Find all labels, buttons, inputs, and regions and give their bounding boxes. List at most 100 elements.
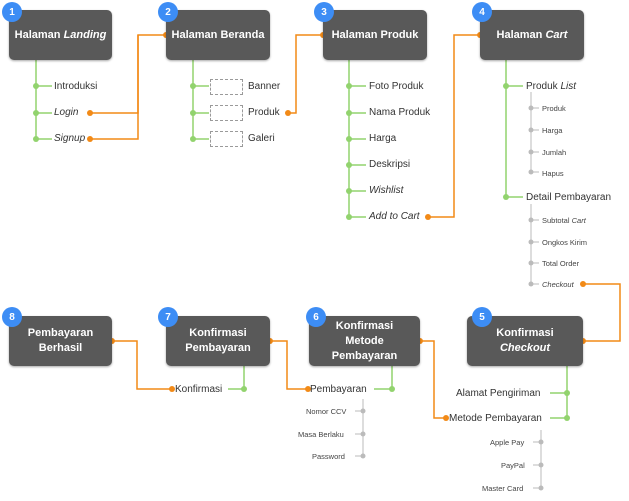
checkout-alamat-pengiriman[interactable]: Alamat Pengiriman — [456, 388, 541, 399]
subtree-dot — [528, 105, 534, 111]
subtree-dot — [360, 431, 366, 437]
subtree-dot — [360, 453, 366, 459]
node-title: Halaman Beranda — [171, 28, 265, 41]
tree-dot — [346, 214, 352, 220]
flow-konfirmasi — [112, 340, 172, 390]
tree-dot — [346, 162, 352, 168]
cart-detail-subtotal: Subtotal Cart — [542, 216, 586, 225]
tree-dot — [346, 83, 352, 89]
node-konfirmasi-metode-pembayaran[interactable]: Konfirmasi Metode Pembayaran — [309, 316, 420, 366]
tree-dot — [33, 110, 39, 116]
field-password: Password — [312, 452, 345, 461]
flow-produk-to-halaman-produk — [288, 34, 323, 114]
subtree-dot — [528, 281, 534, 287]
produk-placeholder — [210, 105, 243, 121]
subtree-dot — [528, 149, 534, 155]
node-konfirmasi-checkout[interactable]: Konfirmasi Checkout — [467, 316, 583, 366]
node-title: Konfirmasi Checkout — [496, 327, 554, 354]
banner-placeholder — [210, 79, 243, 95]
node-title: Konfirmasi Pembayaran — [185, 327, 251, 354]
landing-item-introduksi[interactable]: Introduksi — [54, 81, 98, 92]
tree-dot — [346, 188, 352, 194]
node-halaman-produk[interactable]: Halaman Produk — [323, 10, 427, 60]
tree-dot — [190, 110, 196, 116]
flow-dot — [305, 386, 311, 392]
flow-pembayaran — [270, 340, 308, 390]
flow-dot — [285, 110, 291, 116]
cart-detail-total-order: Total Order — [542, 259, 580, 268]
produk-item-add-to-cart[interactable]: Add to Cart — [369, 211, 420, 222]
flow-signup-to-beranda — [90, 35, 139, 140]
tree-dot — [190, 136, 196, 142]
tree-dot — [503, 83, 509, 89]
tree-dot — [389, 386, 395, 392]
flow-dot — [425, 214, 431, 220]
node-title: Halaman Produk — [331, 28, 419, 41]
node-title: Halaman Landing — [14, 28, 107, 41]
produk-item-nama[interactable]: Nama Produk — [369, 107, 431, 118]
node-halaman-beranda[interactable]: Halaman Beranda — [166, 10, 270, 60]
subtree-dot — [528, 260, 534, 266]
cart-list-harga: Harga — [542, 126, 563, 135]
landing-item-signup[interactable]: Signup — [54, 133, 86, 144]
flow-add-to-cart — [428, 34, 480, 218]
step-badge-4: 4 — [472, 2, 492, 22]
step-badge-3: 3 — [314, 2, 334, 22]
subtree-dot — [538, 485, 544, 491]
galeri-placeholder — [210, 131, 243, 147]
tree-dot — [33, 83, 39, 89]
node-halaman-cart[interactable]: Halaman Cart — [480, 10, 584, 60]
flow-dot — [169, 386, 175, 392]
cart-list-hapus: Hapus — [542, 169, 564, 178]
beranda-item-produk[interactable]: Produk — [248, 107, 280, 118]
tree-dot — [241, 386, 247, 392]
metode-master-card: Master Card — [482, 484, 524, 493]
checkout-metode-pembayaran[interactable]: Metode Pembayaran — [449, 413, 542, 424]
node-halaman-landing[interactable]: Halaman Landing — [9, 10, 112, 60]
tree-dot — [346, 136, 352, 142]
flow-checkout — [583, 283, 621, 342]
cart-list-jumlah: Jumlah — [542, 148, 567, 157]
tree-dot — [190, 83, 196, 89]
metode-confirm-pembayaran[interactable]: Pembayaran — [310, 384, 367, 395]
metode-apple-pay: Apple Pay — [490, 438, 525, 447]
step-badge-7: 7 — [158, 307, 178, 327]
step-badge-2: 2 — [158, 2, 178, 22]
cart-checkout[interactable]: Checkout — [542, 280, 574, 289]
step-badge-6: 6 — [306, 307, 326, 327]
tree-dot — [33, 136, 39, 142]
produk-item-wishlist[interactable]: Wishlist — [369, 185, 404, 196]
subtree-dot — [538, 439, 544, 445]
node-konfirmasi-pembayaran[interactable]: Konfirmasi Pembayaran — [166, 316, 270, 366]
tree-dot — [503, 194, 509, 200]
step-badge-8: 8 — [2, 307, 22, 327]
subtree-dot — [528, 127, 534, 133]
subtree-dot — [360, 408, 366, 414]
subtree-dot — [528, 169, 534, 175]
flow-metode — [420, 340, 446, 419]
node-title: Konfirmasi Metode Pembayaran — [331, 319, 398, 362]
tree-dot — [564, 415, 570, 421]
produk-item-foto[interactable]: Foto Produk — [369, 81, 424, 92]
cart-detail-pembayaran[interactable]: Detail Pembayaran — [526, 192, 612, 203]
subtree-dot — [538, 462, 544, 468]
beranda-item-banner[interactable]: Banner — [248, 81, 281, 92]
cart-detail-ongkos-kirim: Ongkos Kirim — [542, 238, 588, 247]
subtree-dot — [528, 217, 534, 223]
step-badge-1: 1 — [2, 2, 22, 22]
produk-item-harga[interactable]: Harga — [369, 133, 397, 144]
produk-item-deskripsi[interactable]: Deskripsi — [369, 159, 411, 170]
beranda-item-galeri[interactable]: Galeri — [248, 133, 275, 144]
tree-dot — [346, 110, 352, 116]
landing-item-login[interactable]: Login — [54, 107, 79, 118]
flow-dot — [87, 136, 93, 142]
node-title: Pembayaran Berhasil — [27, 327, 94, 354]
tree-branch — [228, 366, 245, 390]
tree-branch — [374, 366, 393, 390]
konfirmasi-item[interactable]: Konfirmasi — [175, 384, 223, 395]
node-pembayaran-berhasil[interactable]: Pembayaran Berhasil — [9, 316, 112, 366]
cart-produk-list[interactable]: Produk List — [526, 81, 577, 92]
flow-dot — [87, 110, 93, 116]
subtree-dot — [528, 239, 534, 245]
